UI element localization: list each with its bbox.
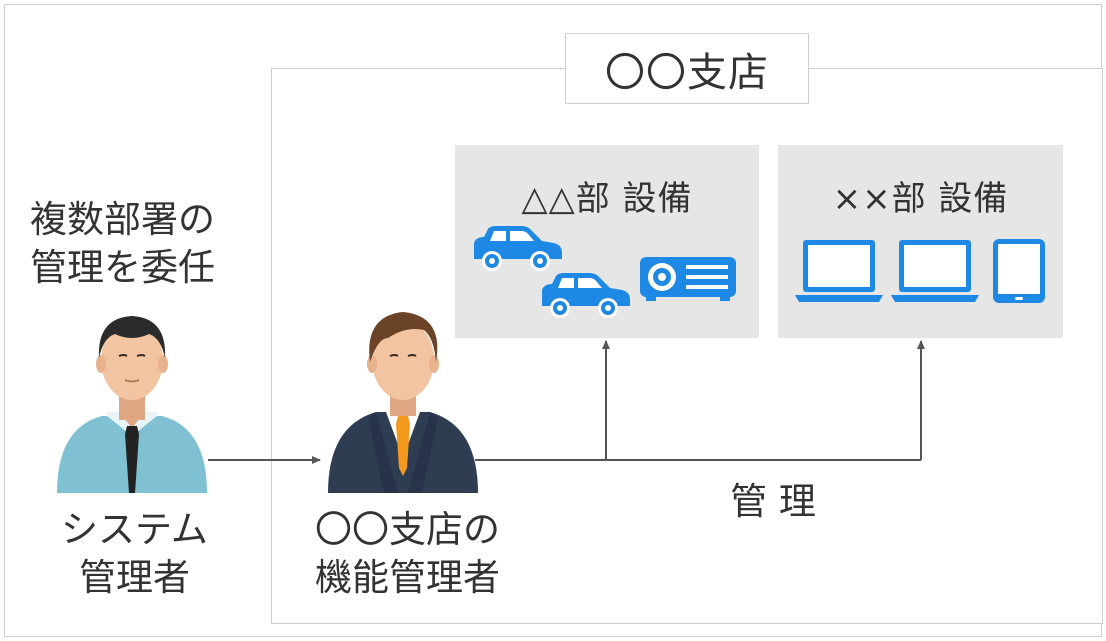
dept-a-title: △△部 設備 [521, 179, 693, 219]
delegation-line-2: 管理を委任 [30, 246, 215, 289]
system-admin-line-2: 管理者 [79, 556, 190, 599]
car-icon [474, 226, 562, 271]
function-admin-label: 〇〇支店の 機能管理者 [300, 506, 515, 602]
function-admin-line-1: 〇〇支店の [315, 508, 500, 551]
system-admin-label: システム 管理者 [47, 506, 222, 602]
dept-b-title: ××部 設備 [832, 179, 1009, 219]
tablet-icon [993, 239, 1045, 303]
system-admin-line-1: システム [61, 508, 208, 551]
system-admin-avatar [57, 316, 207, 493]
projector-icon [640, 257, 736, 301]
function-admin-avatar [328, 312, 478, 493]
function-admin-line-2: 機能管理者 [315, 556, 500, 599]
car-icon [542, 273, 630, 318]
branch-title: 〇〇支店 [565, 33, 809, 104]
manage-label: 管 理 [730, 480, 816, 523]
delegation-line-1: 複数部署の [30, 198, 215, 241]
delegation-label: 複数部署の 管理を委任 [30, 196, 270, 292]
laptop-icon [891, 240, 979, 302]
laptop-icon [795, 240, 883, 302]
